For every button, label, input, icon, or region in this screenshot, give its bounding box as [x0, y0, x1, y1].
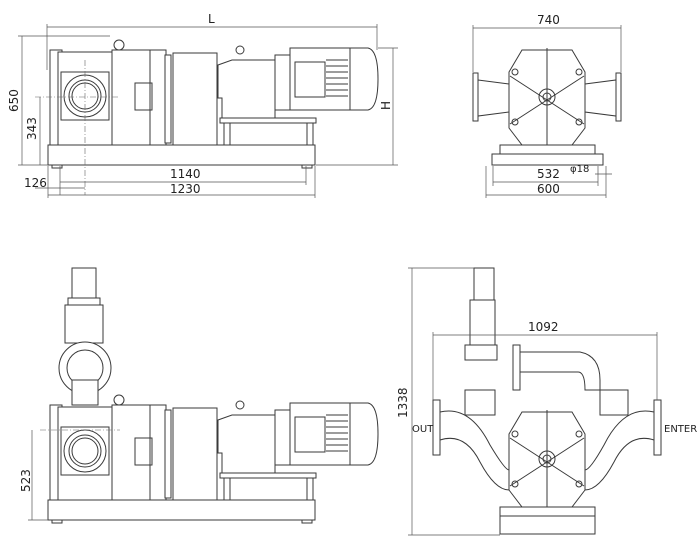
label-532: 532	[537, 167, 560, 181]
label-1092: 1092	[528, 320, 559, 334]
side-view-bottom: 523	[19, 267, 379, 524]
label-enter: ENTER	[664, 424, 697, 435]
label-1230: 1230	[170, 182, 201, 196]
front-view-top: 740 532 600 φ18	[472, 13, 622, 198]
label-1338: 1338	[396, 387, 410, 418]
label-1140: 1140	[170, 167, 201, 181]
pump-assembly-side	[47, 39, 379, 169]
outlet-pipe	[439, 410, 510, 491]
label-343: 343	[25, 117, 39, 140]
label-out: OUT	[412, 424, 434, 435]
label-600: 600	[537, 182, 560, 196]
front-view-bottom: 1338 1092 OUT ENTER	[396, 267, 697, 536]
inlet-pipe	[584, 410, 655, 491]
label-650: 650	[7, 89, 21, 112]
bypass-pipe	[519, 351, 601, 391]
pump-assembly-front	[499, 47, 596, 155]
side-view-top: L 650 343 126 1140 1230 H	[7, 12, 398, 198]
pump-assembly-side-bottom	[47, 394, 379, 524]
label-126: 126	[24, 176, 47, 190]
label-hole-dia: φ18	[570, 164, 589, 175]
label-length: L	[208, 12, 215, 26]
label-height: H	[379, 101, 393, 110]
label-523: 523	[19, 469, 33, 492]
label-740: 740	[537, 13, 560, 27]
pump-assembly-front-bottom	[499, 409, 596, 517]
relief-valve	[71, 267, 97, 299]
